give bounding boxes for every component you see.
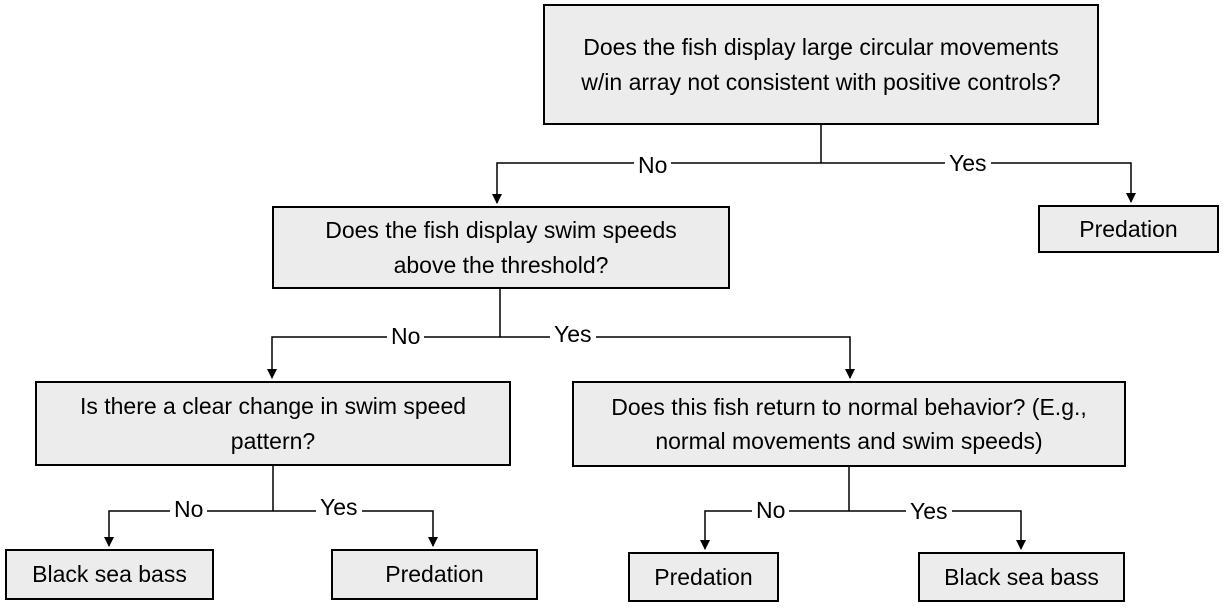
q2-yes-arrow xyxy=(500,336,855,379)
q1-no-arrow xyxy=(492,162,821,204)
q4-yes-label: Yes xyxy=(906,500,952,523)
question-swim-speed-threshold: Does the fish display swim speeds above … xyxy=(272,206,730,289)
outcome-predation-pattern-text: Predation xyxy=(385,561,484,588)
question-circular-movements-text: Does the fish display large circular mov… xyxy=(581,34,1061,95)
question-swim-speed-pattern-text: Is there a clear change in swim speed pa… xyxy=(79,393,467,454)
question-swim-speed-pattern: Is there a clear change in swim speed pa… xyxy=(35,381,511,466)
q3-no-arrow xyxy=(104,510,273,547)
question-circular-movements: Does the fish display large circular mov… xyxy=(543,4,1099,125)
outcome-predation-pattern: Predation xyxy=(331,549,538,600)
q1-no-label: No xyxy=(634,154,672,177)
outcome-predation-circular-text: Predation xyxy=(1079,215,1178,242)
question-return-to-normal: Does this fish return to normal behavior… xyxy=(572,381,1126,467)
q4-no-arrow xyxy=(700,510,849,550)
q2-no-arrow xyxy=(267,336,500,379)
outcome-black-sea-bass-pattern-text: Black sea bass xyxy=(32,561,187,588)
outcome-predation-normal-text: Predation xyxy=(654,563,753,590)
q2-no-label: No xyxy=(387,325,425,348)
q1-yes-arrow xyxy=(821,162,1136,203)
question-swim-speed-threshold-text: Does the fish display swim speeds above … xyxy=(325,217,677,278)
q2-yes-label: Yes xyxy=(550,323,596,346)
q4-no-label: No xyxy=(752,499,790,522)
q3-no-label: No xyxy=(170,498,208,521)
outcome-predation-circular: Predation xyxy=(1038,205,1219,253)
outcome-black-sea-bass-normal: Black sea bass xyxy=(918,552,1125,602)
q1-yes-label: Yes xyxy=(945,152,991,175)
q3-yes-label: Yes xyxy=(316,496,362,519)
outcome-predation-normal: Predation xyxy=(628,552,779,602)
question-return-to-normal-text: Does this fish return to normal behavior… xyxy=(611,393,1087,455)
outcome-black-sea-bass-pattern: Black sea bass xyxy=(5,549,214,600)
outcome-black-sea-bass-normal-text: Black sea bass xyxy=(944,563,1099,590)
